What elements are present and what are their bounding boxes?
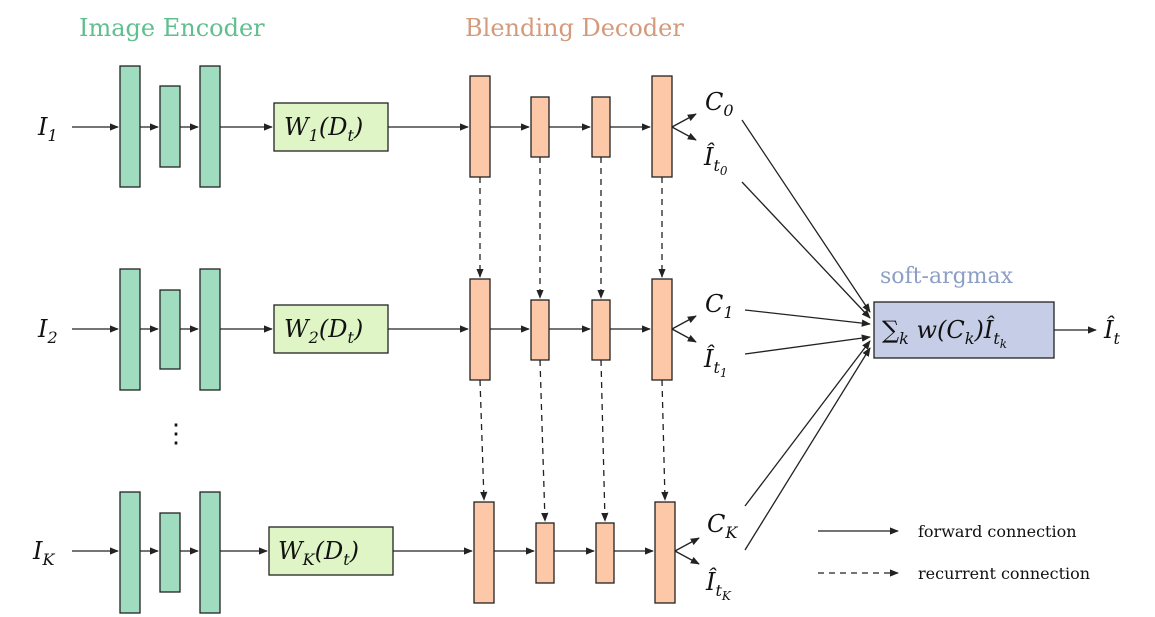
blending-decoder-title: Blending Decoder (465, 14, 684, 42)
decoder-layer-1-3 (591, 96, 611, 158)
encoder-layer-k-1 (119, 491, 141, 614)
decoder-layer-1-2 (530, 96, 550, 158)
input-label-1: I1 (37, 113, 58, 145)
decoder-layer-k-1 (473, 501, 495, 604)
recurrent-2-4 (661, 379, 669, 501)
warp-box-2 (273, 304, 389, 354)
decoder-layer-2-2 (530, 299, 550, 361)
decoder-out-i-2 (671, 328, 697, 343)
encoder-layer-2-1 (119, 268, 141, 391)
legend-recurrent-label: recurrent connection (918, 564, 1090, 583)
link-ik-softmax (744, 347, 871, 551)
decoder-layer-2-3 (591, 299, 611, 361)
recurrent-2-3 (600, 359, 609, 522)
legend-forward-label: forward connection (918, 522, 1077, 541)
soft-argmax-box (873, 301, 1055, 359)
decoder-out-i-1 (671, 126, 697, 141)
confidence-label-2: C1 (705, 290, 734, 322)
link-c1-softmax (744, 309, 871, 327)
encoder-layer-k-3 (199, 491, 221, 614)
decoder-layer-2-1 (469, 278, 491, 381)
warp-label-1: W1(Dt) (284, 113, 363, 145)
decoder-layer-k-2 (535, 522, 555, 584)
encoder-layer-2-3 (199, 268, 221, 391)
decoder-out-c-2 (671, 315, 697, 330)
input-label-k: IK (32, 537, 55, 569)
link-ck-softmax (744, 340, 871, 507)
output-label: Ît (1103, 315, 1120, 348)
encoder-layer-2-2 (159, 289, 181, 370)
decoder-layer-k-3 (595, 522, 615, 584)
row-1: I1 W1(Dt) C0 Ît0 (37, 65, 734, 188)
link-i0-softmax (741, 181, 871, 319)
legend: forward connection recurrent connection (818, 522, 1090, 583)
soft-argmax-title: soft-argmax (880, 264, 1014, 289)
soft-argmax-formula: ∑k w(Ck)Îtk (882, 315, 1007, 351)
encoder-layer-1-3 (199, 65, 221, 188)
warped-image-label-1: Ît0 (703, 142, 728, 178)
row-k: IK WK(Dt) CK ÎtK (32, 491, 738, 614)
warp-label-2: W2(Dt) (284, 315, 363, 347)
decoder-out-i-k (674, 550, 700, 565)
confidence-label-k: CK (707, 510, 738, 542)
warp-label-k: WK(Dt) (278, 537, 359, 569)
decoder-out-c-k (674, 537, 700, 552)
encoder-layer-1-2 (159, 85, 181, 168)
image-encoder-title: Image Encoder (79, 14, 265, 42)
decoder-layer-2-4 (651, 278, 673, 381)
warp-box-1 (273, 102, 389, 152)
rows-ellipsis: ⋮ (163, 419, 189, 449)
encoder-layer-1-1 (119, 65, 141, 188)
recurrent-2-1 (479, 379, 488, 501)
input-label-2: I2 (37, 315, 58, 347)
confidence-label-1: C0 (705, 88, 734, 120)
decoder-layer-1-4 (651, 75, 673, 178)
encoder-layer-k-2 (159, 512, 181, 593)
warped-image-label-k: ÎtK (705, 567, 732, 603)
warped-image-label-2: Ît1 (703, 344, 728, 380)
decoder-layer-1-1 (469, 75, 491, 178)
row-2: I2 W2(Dt) C1 Ît1 (37, 268, 734, 391)
link-c0-softmax (741, 119, 871, 313)
warp-box-k (268, 526, 394, 576)
decoder-layer-k-4 (654, 501, 676, 604)
link-i1-softmax (744, 334, 871, 355)
decoder-out-c-1 (671, 113, 697, 128)
recurrent-2-2 (539, 359, 549, 522)
